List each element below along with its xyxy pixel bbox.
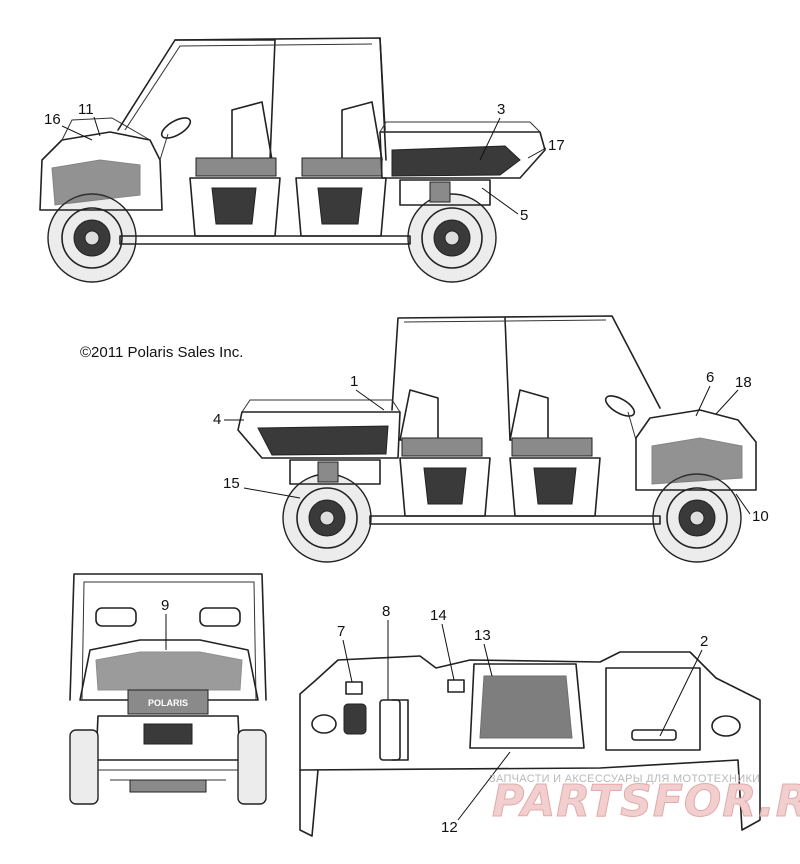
- callout-1: 1: [350, 373, 358, 390]
- rear-seat: [301, 101, 383, 177]
- front-seat: [195, 101, 277, 177]
- callout-4: 4: [213, 411, 221, 428]
- cargo-box-right: [237, 399, 401, 459]
- cargo-box-left: [379, 121, 546, 179]
- callout-8: 8: [382, 603, 390, 620]
- front-wheel: [47, 193, 137, 283]
- callout-17: 17: [548, 137, 565, 154]
- callout-16: 16: [44, 111, 61, 128]
- callout-2: 2: [700, 633, 708, 650]
- callout-7: 7: [337, 623, 345, 640]
- callout-18: 18: [735, 374, 752, 391]
- callouts-side-right: 1 4 6 18 15 10: [213, 369, 769, 525]
- rear-wheel-right: [282, 473, 372, 563]
- side-view-right: [237, 315, 757, 563]
- callout-5: 5: [520, 207, 528, 224]
- side-view-left: [39, 37, 546, 283]
- front-view: POLARIS: [69, 573, 267, 805]
- callout-3: 3: [497, 101, 505, 118]
- copyright-text: ©2011 Polaris Sales Inc.: [80, 344, 243, 361]
- callout-15: 15: [223, 475, 240, 492]
- callouts-side-left: 16 11 3 17 5: [44, 101, 565, 224]
- callouts-dash: 7 8 14 13 2 12: [337, 603, 708, 836]
- callout-11: 11: [78, 101, 94, 118]
- callout-6: 6: [706, 369, 714, 386]
- watermark-tagline: ЗАПЧАСТИ И АКСЕССУАРЫ ДЛЯ МОТОТЕХНИКИ: [489, 773, 760, 785]
- watermark: ЗАПЧАСТИ И АКСЕССУАРЫ ДЛЯ МОТОТЕХНИКИ PA…: [489, 773, 800, 828]
- rear-wheel: [407, 193, 497, 283]
- callouts-front: 9: [161, 597, 169, 650]
- grille-badge: POLARIS: [148, 698, 188, 708]
- callout-14: 14: [430, 607, 447, 624]
- watermark-brand: PARTSFOR.RU: [492, 776, 800, 827]
- callout-10: 10: [752, 508, 769, 525]
- front-wheel-right: [652, 473, 742, 563]
- callout-12: 12: [441, 819, 458, 836]
- dashboard-view: [299, 651, 761, 837]
- callout-13: 13: [474, 627, 491, 644]
- callout-9: 9: [161, 597, 169, 614]
